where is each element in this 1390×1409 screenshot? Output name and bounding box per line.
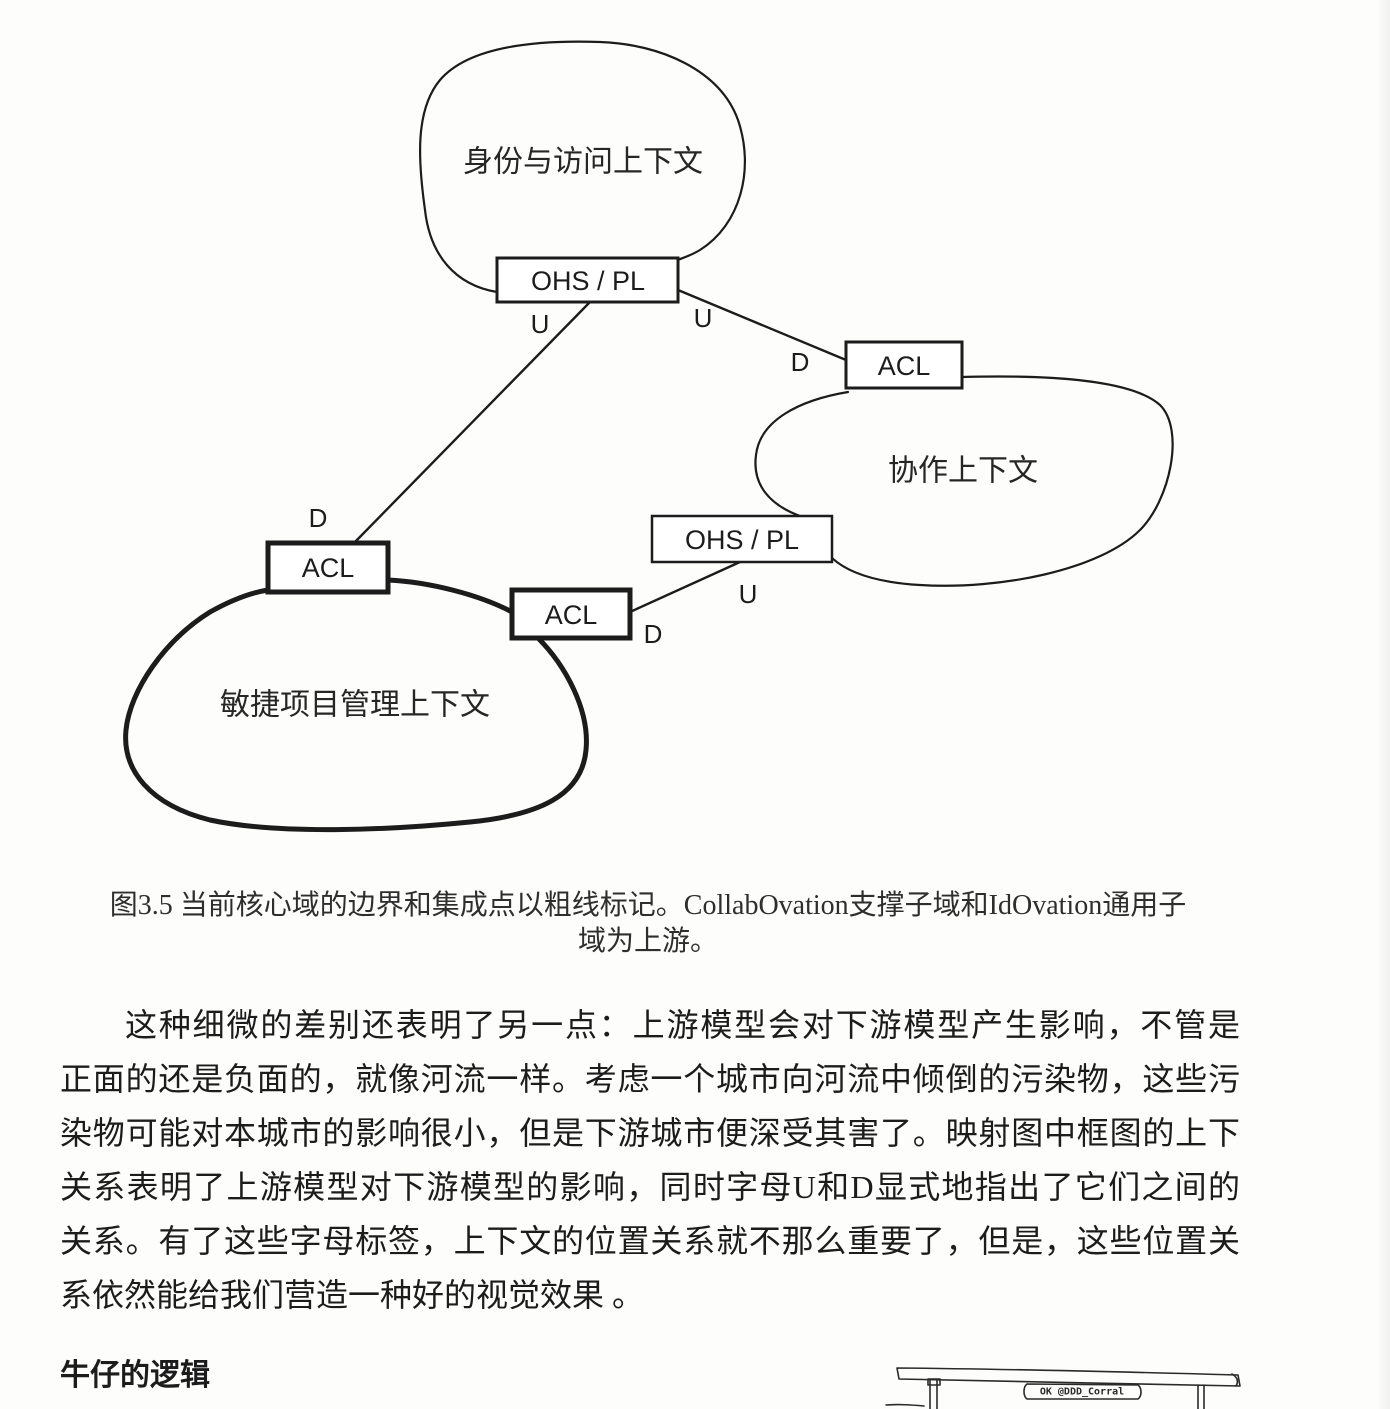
collaboration-acl-box-frame	[844, 340, 964, 390]
collaboration-acl-box: ACL	[844, 340, 964, 390]
downstream-label-identity-agile: D	[309, 503, 328, 533]
agile-acl-box-right: ACL	[509, 587, 633, 641]
downstream-label-identity-collaboration: D	[791, 347, 810, 377]
collaboration-ohs-pl-box: OHS / PL	[650, 514, 834, 564]
collaboration-ohs-pl-label: OHS / PL	[685, 525, 799, 555]
cartoon-sign-text: OK @DDD_Corral	[1040, 1387, 1124, 1398]
cowboy-cartoon-fragment: OK @DDD_Corral	[885, 1367, 1241, 1409]
cartoon-ground-line	[885, 1403, 925, 1407]
cartoon-left-post-bracket	[927, 1378, 941, 1386]
body-line: 正面的还是负面的，就像河流一样。考虑一个城市向河流中倾倒的污染物，这些污	[60, 1061, 1240, 1097]
relationship-line-identity-collaboration	[676, 288, 848, 362]
body-line: 关系。有了这些字母标签，上下文的位置关系就不那么重要了，但是，这些位置关	[60, 1223, 1240, 1259]
body-line: 系依然能给我们营造一种好的视觉效果 。	[60, 1277, 645, 1313]
downstream-label-collaboration-agile: D	[644, 619, 663, 649]
section-heading: 牛仔的逻辑	[60, 1358, 210, 1393]
body-paragraph: 这种细微的差别还表明了另一点：上游模型会对下游模型产生影响，不管是 正面的还是负…	[60, 998, 1240, 1322]
upstream-label-collaboration-agile: U	[739, 579, 758, 609]
identity-access-context-name: 身份与访问上下文	[463, 145, 703, 180]
agile-acl-box-left-frame	[265, 540, 391, 595]
cartoon-sign-board	[1023, 1383, 1142, 1400]
identity-ohs-pl-box: OHS / PL	[495, 256, 680, 304]
agile-acl-box-right-frame	[509, 587, 633, 641]
figure-caption-line-2: 域为上游。	[577, 926, 718, 957]
agile-acl-left-label: ACL	[302, 553, 355, 583]
figure-caption-line-1: 图3.5 当前核心域的边界和集成点以粗线标记。CollabOvation支撑子域…	[109, 890, 1187, 921]
figure-caption: 图3.5 当前核心域的边界和集成点以粗线标记。CollabOvation支撑子域…	[63, 888, 1233, 960]
body-line: 这种细微的差别还表明了另一点：上游模型会对下游模型产生影响，不管是	[125, 1007, 1240, 1043]
body-line: 关系表明了上游模型对下游模型的影响，同时字母U和D显式地指出了它们之间的	[60, 1169, 1240, 1205]
identity-ohs-pl-box-frame	[495, 256, 680, 304]
body-line: 染物可能对本城市的影响很小，但是下游城市便深受其害了。映射图中框图的上下	[60, 1115, 1240, 1151]
agile-pm-context-boundary-top	[385, 577, 515, 615]
cartoon-sign: OK @DDD_Corral	[1023, 1383, 1142, 1400]
collaboration-context-boundary-right	[830, 375, 1174, 587]
collaboration-acl-label: ACL	[878, 351, 931, 381]
relationship-line-identity-agile	[352, 300, 592, 545]
collaboration-context-name: 协作上下文	[888, 454, 1038, 489]
upstream-label-identity-agile: U	[531, 309, 550, 339]
cartoon-right-post	[1197, 1384, 1205, 1409]
context-map-diagram: OHS / PL ACL OHS / PL ACL ACL 身份与访问上下文 协…	[123, 40, 1174, 833]
agile-acl-box-left: ACL	[265, 540, 391, 595]
identity-access-context-boundary	[418, 40, 746, 294]
agile-acl-right-label: ACL	[545, 600, 598, 630]
agile-pm-context-boundary-main	[123, 587, 589, 833]
cartoon-beam-end	[1231, 1373, 1239, 1387]
identity-ohs-pl-label: OHS / PL	[531, 266, 645, 296]
cartoon-beam	[896, 1367, 1241, 1387]
relationship-line-collaboration-agile	[628, 560, 742, 614]
agile-pm-context-name: 敏捷项目管理上下文	[220, 688, 490, 723]
collaboration-context-boundary-left	[754, 390, 850, 518]
collaboration-ohs-pl-box-frame	[650, 514, 834, 564]
upstream-label-identity-collaboration: U	[694, 303, 713, 333]
